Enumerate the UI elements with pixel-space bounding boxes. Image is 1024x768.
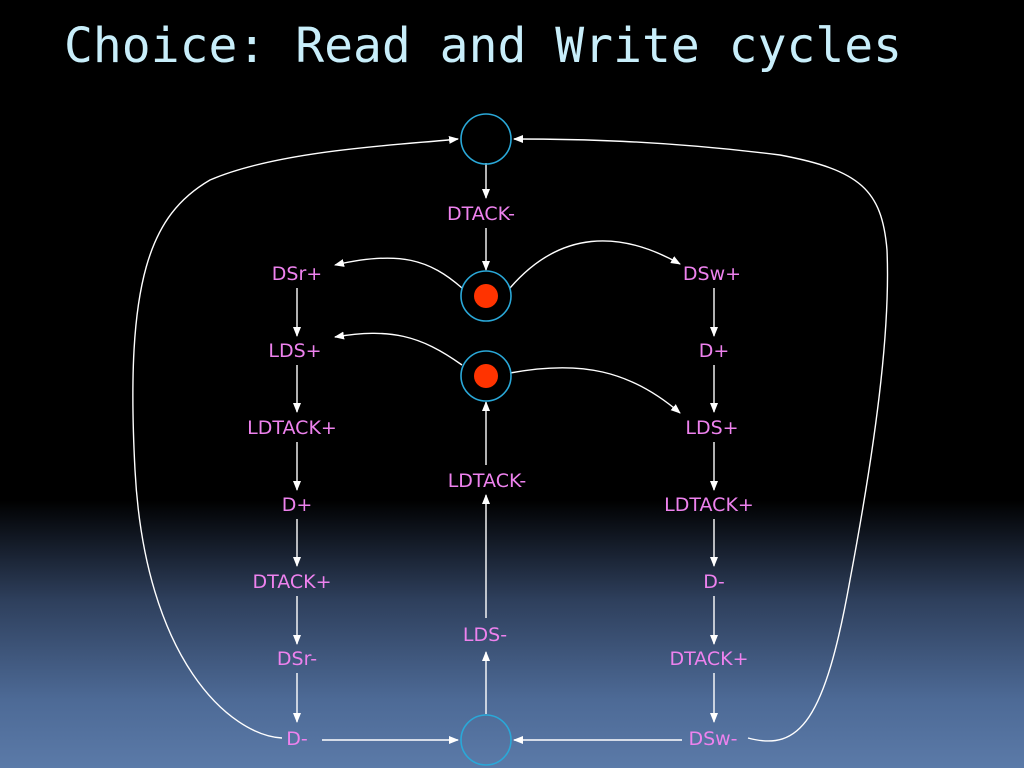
transition-read-3: LDTACK+ <box>247 417 337 439</box>
arc-lds-place-to-lds-plus-r <box>334 331 463 366</box>
token-icon <box>474 364 498 388</box>
arc-dsw-minus-loop-to-top <box>513 135 889 742</box>
write-cycle-labels: DSw+ D+ LDS+ LDTACK+ D- DTACK+ DSw- <box>664 263 754 750</box>
arc-lds-place-to-lds-plus-w <box>509 367 681 414</box>
arcs <box>132 135 889 744</box>
arc-d-minus-loop-to-top <box>132 135 459 739</box>
place-bottom <box>460 714 512 766</box>
transition-write-7: DSw- <box>688 728 737 750</box>
arc-choice-to-dsw-plus <box>509 240 681 289</box>
transition-ldtack-minus: LDTACK- <box>448 470 527 492</box>
transition-write-4: LDTACK+ <box>664 494 754 516</box>
transition-dtack-minus: DTACK- <box>447 203 515 225</box>
transition-read-2: LDS+ <box>268 340 321 362</box>
transition-read-1: DSr+ <box>272 263 322 285</box>
transition-read-4: D+ <box>282 494 313 516</box>
slide-title: Choice: Read and Write cycles <box>64 18 903 74</box>
places <box>460 113 512 766</box>
place-top <box>460 113 512 165</box>
transition-read-7: D- <box>286 728 308 750</box>
transition-lds-minus: LDS- <box>463 624 507 646</box>
transition-write-2: D+ <box>699 340 730 362</box>
transition-write-6: DTACK+ <box>669 648 748 670</box>
transition-write-1: DSw+ <box>683 263 741 285</box>
read-cycle-labels: DSr+ LDS+ LDTACK+ D+ DTACK+ DSr- D- <box>247 263 337 750</box>
center-labels: DTACK- LDTACK- LDS- <box>447 203 526 646</box>
arc-choice-to-dsr-plus <box>334 257 463 289</box>
transition-read-5: DTACK+ <box>252 571 331 593</box>
place-choice <box>460 270 512 322</box>
place-lds <box>460 350 512 402</box>
transition-read-6: DSr- <box>277 648 317 670</box>
transition-write-5: D- <box>703 571 725 593</box>
transition-write-3: LDS+ <box>685 417 738 439</box>
token-icon <box>474 284 498 308</box>
